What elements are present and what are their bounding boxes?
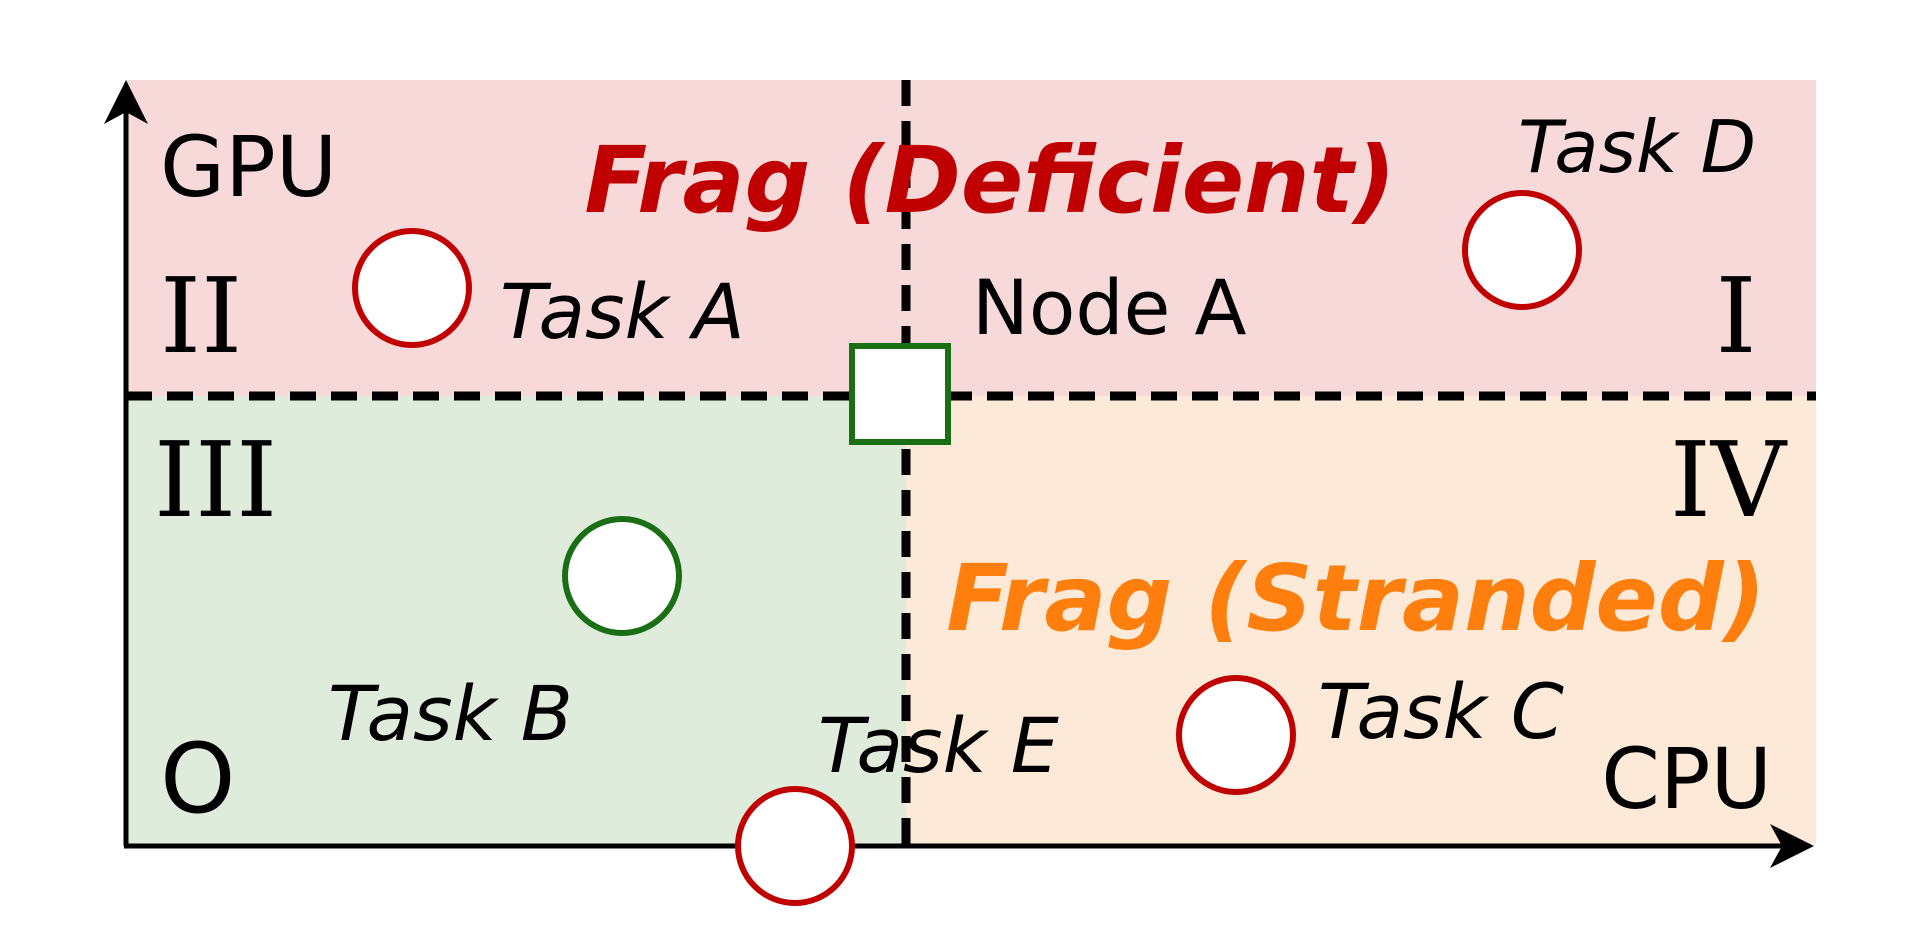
node-a-label: Node A (972, 263, 1247, 352)
task-c-label: Task C (1318, 667, 1564, 756)
y-axis-label: GPU (160, 118, 337, 216)
task-b-circle (562, 516, 682, 636)
task-d-label: Task D (1518, 105, 1756, 189)
region-stranded (906, 396, 1816, 844)
task-c-circle (1176, 675, 1296, 795)
task-e-circle (735, 786, 855, 906)
task-a-circle (352, 228, 472, 348)
node-a-square (849, 343, 951, 445)
quadrant-label-iii: III (154, 419, 277, 541)
y-axis-arrow-icon (104, 80, 148, 124)
x-axis-arrow-icon (1770, 824, 1814, 868)
x-axis-label: CPU (1601, 730, 1772, 828)
task-d-circle (1462, 190, 1582, 310)
region-fit (126, 396, 906, 844)
origin-label: O (160, 723, 236, 835)
deficient-region-label: Frag (Deficient) (584, 127, 1395, 234)
stranded-region-label: Frag (Stranded) (946, 545, 1765, 652)
quadrant-label-iv: IV (1670, 419, 1788, 541)
task-a-label: Task A (500, 267, 745, 356)
task-b-label: Task B (328, 669, 573, 758)
task-e-label: Task E (818, 701, 1059, 790)
quadrant-label-ii: II (160, 255, 242, 377)
quadrant-label-i: I (1715, 255, 1756, 377)
